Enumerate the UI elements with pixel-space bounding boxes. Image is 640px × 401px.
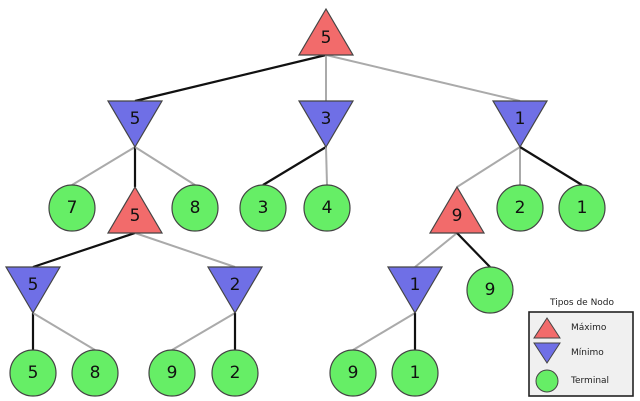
terminal-node: 4: [303, 184, 351, 232]
terminal-circle-icon: [391, 349, 439, 397]
legend-label-min: Mínimo: [571, 348, 604, 358]
tree-edge-n3-n11: [519, 146, 583, 186]
node-value-label: 5: [28, 363, 39, 383]
min-triangle-icon: [206, 266, 264, 315]
tree-edge-n3-n9: [456, 146, 521, 188]
node-value-label: 5: [130, 109, 141, 129]
min-node: 1: [386, 266, 444, 315]
legend-label-max: Máximo: [571, 323, 607, 333]
terminal-circle-icon: [466, 266, 514, 314]
tree-edge-n0-n3: [325, 54, 521, 102]
terminal-node: 1: [391, 349, 439, 397]
terminal-circle-icon: [211, 349, 259, 397]
min-triangle-icon: [297, 100, 355, 149]
max-triangle-icon: [106, 185, 164, 234]
min-node: 3: [297, 100, 355, 149]
node-value-label: 2: [515, 198, 526, 218]
node-value-label: 9: [348, 363, 359, 383]
min-node: 5: [4, 266, 62, 315]
terminal-circle-icon: [239, 184, 287, 232]
node-value-label: 1: [410, 363, 421, 383]
node-value-label: 8: [190, 198, 201, 218]
legend-label-terminal: Terminal: [570, 376, 609, 386]
terminal-node: 9: [148, 349, 196, 397]
tree-edge-n13-n18: [171, 312, 236, 351]
terminal-circle-icon: [303, 184, 351, 232]
tree-edge-n5-n13: [134, 232, 236, 268]
terminal-node: 2: [211, 349, 259, 397]
node-value-label: 8: [90, 363, 101, 383]
node-value-label: 4: [322, 198, 333, 218]
node-value-label: 3: [258, 198, 269, 218]
tree-edge-n1-n4: [71, 146, 136, 186]
tree-edge-n14-n20: [352, 312, 416, 351]
max-triangle-icon: [297, 7, 355, 56]
terminal-circle-icon: [9, 349, 57, 397]
max-node: 5: [106, 185, 164, 234]
terminal-circle-icon: [148, 349, 196, 397]
tree-edge-n2-n8: [325, 146, 328, 186]
min-node: 2: [206, 266, 264, 315]
terminal-node: 3: [239, 184, 287, 232]
tree-edge-n0-n1: [134, 53, 327, 103]
terminal-node: 9: [329, 349, 377, 397]
node-value-label: 7: [67, 198, 78, 218]
terminal-node: 5: [9, 349, 57, 397]
node-value-label: 9: [452, 206, 463, 226]
max-node: 5: [297, 7, 355, 56]
legend-terminal-icon: [535, 369, 559, 393]
terminal-node: 8: [71, 349, 119, 397]
node-value-label: 3: [321, 109, 332, 129]
terminal-circle-icon: [171, 184, 219, 232]
node-value-label: 2: [230, 275, 241, 295]
tree-edge-n5-n12: [32, 231, 136, 269]
node-value-label: 9: [485, 280, 496, 300]
terminal-circle-icon: [71, 349, 119, 397]
node-value-label: 1: [515, 109, 526, 129]
tree-edge-n1-n6: [134, 146, 196, 186]
terminal-circle-icon: [496, 184, 544, 232]
legend: Tipos de Nodo Máximo Mínimo Terminal: [528, 298, 634, 397]
max-triangle-icon: [428, 185, 486, 234]
min-triangle-icon: [4, 266, 62, 315]
terminal-circle-icon: [558, 184, 606, 232]
legend-max-icon: [533, 317, 561, 339]
min-triangle-icon: [491, 100, 549, 149]
terminal-node: 9: [466, 266, 514, 314]
node-value-label: 5: [321, 28, 332, 48]
terminal-node: 1: [558, 184, 606, 232]
node-value-label: 9: [167, 363, 178, 383]
node-value-label: 1: [410, 275, 421, 295]
tree-edge-n9-n15: [456, 232, 491, 268]
terminal-circle-icon: [48, 184, 96, 232]
min-node: 5: [106, 100, 164, 149]
legend-min-icon: [533, 342, 561, 364]
node-value-label: 5: [130, 206, 141, 226]
node-value-label: 5: [28, 275, 39, 295]
node-value-label: 1: [577, 198, 588, 218]
terminal-node: 8: [171, 184, 219, 232]
max-node: 9: [428, 185, 486, 234]
terminal-node: 7: [48, 184, 96, 232]
min-triangle-icon: [106, 100, 164, 149]
terminal-circle-icon: [329, 349, 377, 397]
legend-title: Tipos de Nodo: [549, 298, 615, 308]
edges-layer: [31, 53, 583, 351]
min-node: 1: [491, 100, 549, 149]
node-value-label: 2: [230, 363, 241, 383]
tree-edge-n2-n7: [262, 146, 327, 186]
tree-edge-n9-n14: [414, 232, 458, 268]
nodes-layer: 5 5 3 1 7 5 8 3 4 9 2 1 5 2 1 9 5 8 9 2 9 1: [4, 7, 606, 397]
terminal-node: 2: [496, 184, 544, 232]
min-triangle-icon: [386, 266, 444, 315]
tree-edge-n12-n17: [32, 312, 96, 351]
